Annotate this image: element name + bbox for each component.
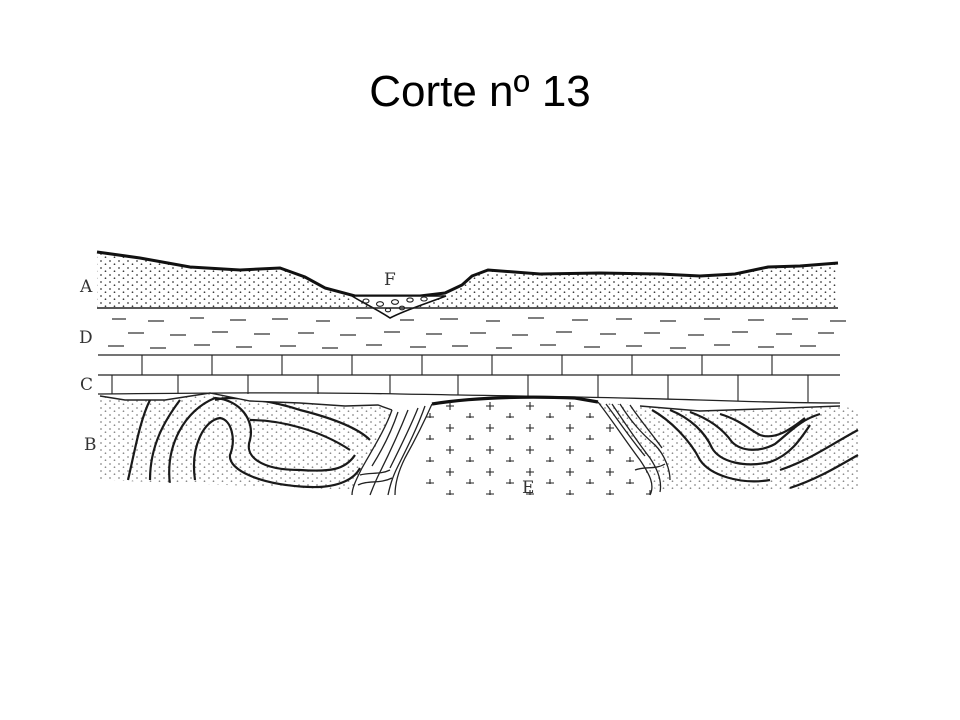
slide-title: Corte nº 13 — [369, 67, 591, 116]
layer-a-fill — [97, 252, 838, 308]
label-a: A — [79, 277, 93, 297]
label-c: C — [80, 375, 93, 395]
ground-surface-line — [96, 250, 839, 298]
layer-e — [413, 397, 652, 495]
contact-zone-right — [597, 401, 671, 496]
label-f: F — [384, 270, 396, 290]
layer-a — [96, 250, 839, 308]
contact-zone-left — [351, 403, 433, 496]
granite-body — [413, 397, 652, 495]
layer-c — [97, 354, 841, 404]
label-e: E — [522, 478, 534, 498]
deposit-f — [349, 295, 447, 319]
label-b: B — [84, 435, 97, 455]
layer-d — [108, 317, 846, 349]
layer-b-left — [100, 393, 392, 490]
label-d: D — [79, 328, 93, 348]
